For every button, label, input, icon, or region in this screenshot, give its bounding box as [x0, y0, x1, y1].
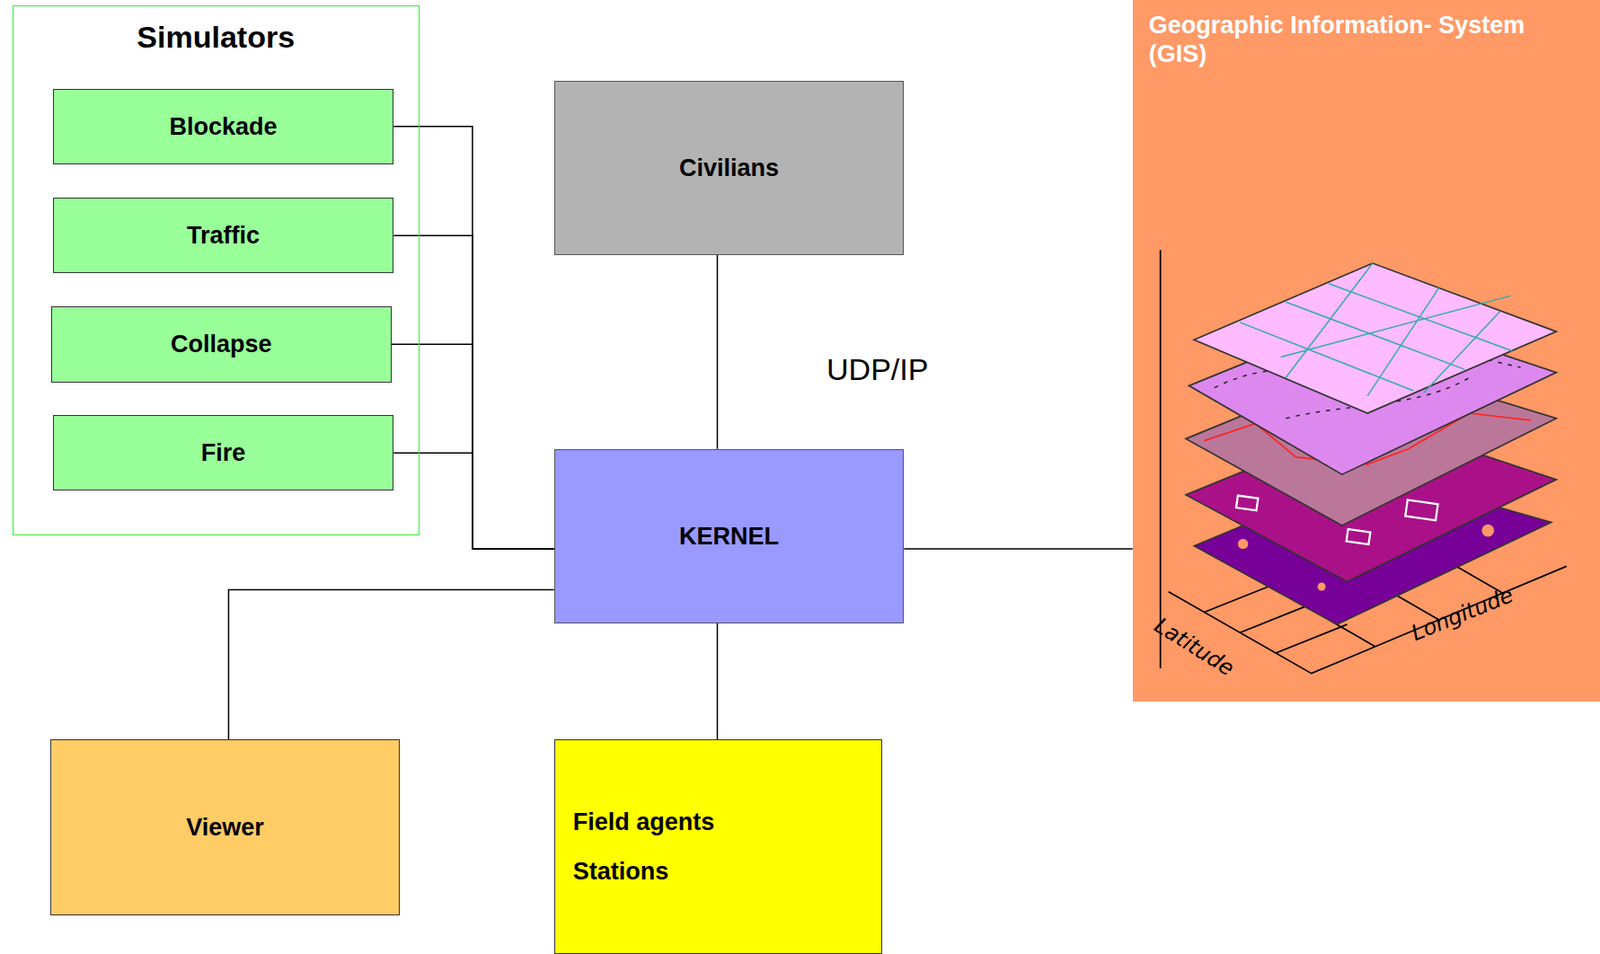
connector-line: [716, 623, 719, 741]
simulator-box: Collapse: [51, 306, 392, 383]
simulator-box: Traffic: [53, 197, 394, 274]
gis-panel: Geographic Information- System (GIS) Lati…: [1132, 0, 1600, 702]
group-frame: SimulatorsBlockadeTrafficCollapseFire: [12, 5, 420, 537]
component-box: Viewer: [50, 739, 401, 915]
box-label: Stations: [573, 857, 670, 886]
axis-label: Longitude: [1407, 582, 1518, 646]
component-box: Field agentsStations: [554, 739, 884, 954]
gis-layers-illustration: [1132, 0, 1600, 702]
box-label: Civilians: [679, 153, 779, 183]
simulator-box: Fire: [53, 415, 394, 491]
connector-line: [391, 344, 555, 549]
connector-line: [716, 255, 719, 450]
connector-line: [393, 452, 554, 549]
box-label: Blockade: [169, 112, 278, 142]
panel-heading: Geographic Information- System (GIS): [1149, 10, 1527, 70]
kernel-box: KERNEL: [554, 449, 905, 624]
group-title: Simulators: [136, 18, 295, 56]
connector-line: [393, 235, 554, 549]
protocol-label: UDP/IP: [826, 352, 929, 388]
box-label: Fire: [201, 438, 247, 468]
box-label: Field agents: [573, 807, 716, 837]
box-label: KERNEL: [679, 521, 779, 551]
box-label: Viewer: [185, 813, 265, 842]
simulator-box: Blockade: [53, 88, 394, 165]
box-label: Traffic: [186, 220, 260, 250]
component-box: Civilians: [554, 80, 905, 256]
connector-line: [228, 590, 554, 741]
box-label: Collapse: [170, 329, 273, 359]
connector-line: [393, 126, 554, 549]
connector-line: [903, 548, 1132, 550]
axis-label: Latitude: [1149, 612, 1239, 681]
